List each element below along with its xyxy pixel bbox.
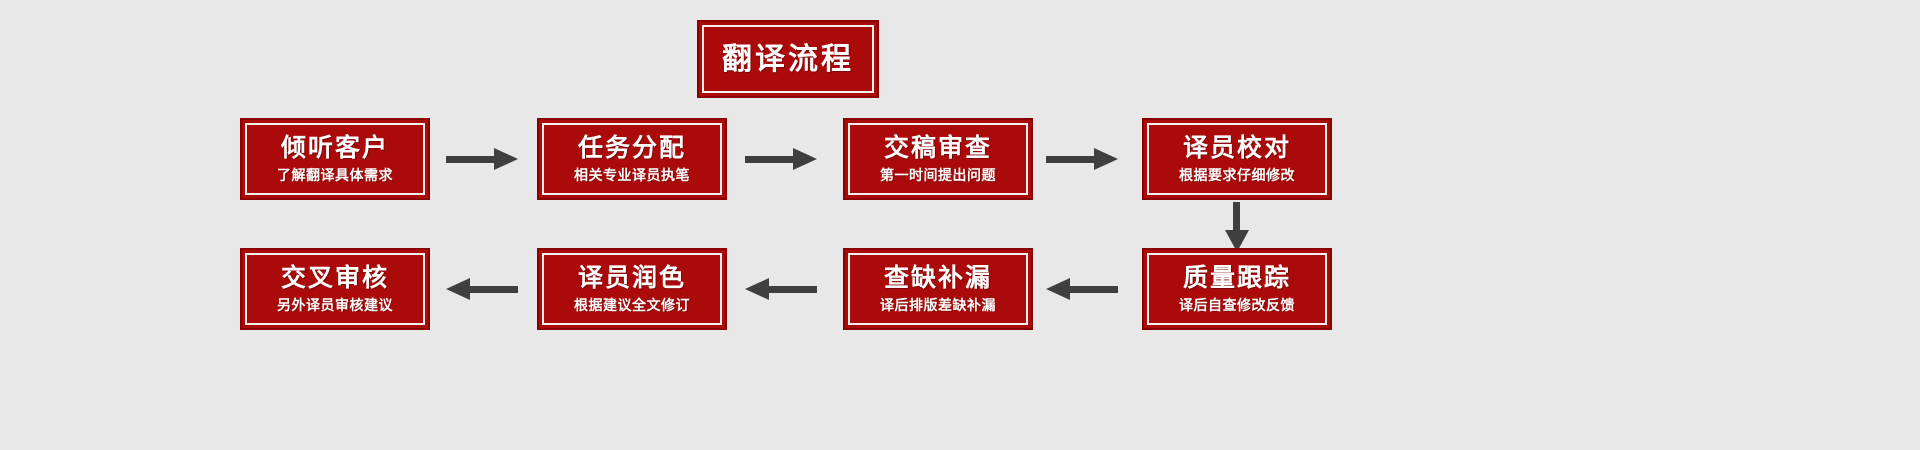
process-node-6[interactable]: 查缺补漏 译后排版差缺补漏 [843, 248, 1033, 330]
arrow-head-icon [1225, 230, 1249, 252]
process-node-5-title: 质量跟踪 [1182, 263, 1291, 293]
arrow-head-icon [494, 148, 518, 170]
arrow-left-5-to-6 [1046, 276, 1118, 302]
process-node-5[interactable]: 质量跟踪 译后自查修改反馈 [1142, 248, 1332, 330]
arrow-shaft [466, 286, 518, 293]
arrow-shaft [1046, 156, 1098, 163]
process-node-5-subtitle: 译后自查修改反馈 [1179, 297, 1295, 314]
arrow-shaft [745, 156, 797, 163]
process-node-7-subtitle: 根据建议全文修订 [574, 297, 690, 314]
arrow-shaft [446, 156, 498, 163]
flowchart-title-node: 翻译流程 [697, 20, 879, 98]
process-node-8-subtitle: 另外译员审核建议 [277, 297, 393, 314]
process-node-1[interactable]: 倾听客户 了解翻译具体需求 [240, 118, 430, 200]
flowchart-title-label: 翻译流程 [722, 41, 854, 77]
arrow-right-1-to-2 [446, 146, 518, 172]
process-node-2-subtitle: 相关专业译员执笔 [574, 167, 690, 184]
arrow-shaft [765, 286, 817, 293]
process-node-3[interactable]: 交稿审查 第一时间提出问题 [843, 118, 1033, 200]
process-node-1-subtitle: 了解翻译具体需求 [277, 167, 393, 184]
arrow-left-6-to-7 [745, 276, 817, 302]
process-node-2-title: 任务分配 [577, 133, 686, 163]
arrow-head-icon [1094, 148, 1118, 170]
process-node-4-subtitle: 根据要求仔细修改 [1179, 167, 1295, 184]
process-node-7[interactable]: 译员润色 根据建议全文修订 [537, 248, 727, 330]
arrow-down-4-to-5 [1224, 202, 1250, 252]
arrow-head-icon [745, 278, 769, 300]
arrow-shaft [1066, 286, 1118, 293]
process-node-3-subtitle: 第一时间提出问题 [880, 167, 996, 184]
process-node-4-title: 译员校对 [1182, 133, 1291, 163]
process-node-6-subtitle: 译后排版差缺补漏 [880, 297, 996, 314]
process-node-7-title: 译员润色 [577, 263, 686, 293]
arrow-head-icon [1046, 278, 1070, 300]
process-node-8[interactable]: 交叉审核 另外译员审核建议 [240, 248, 430, 330]
process-node-3-title: 交稿审查 [883, 133, 992, 163]
arrow-right-2-to-3 [745, 146, 817, 172]
process-node-1-title: 倾听客户 [280, 133, 389, 163]
process-node-6-title: 查缺补漏 [883, 263, 992, 293]
arrow-left-7-to-8 [446, 276, 518, 302]
arrow-shaft [1233, 202, 1240, 234]
arrow-right-3-to-4 [1046, 146, 1118, 172]
arrow-head-icon [793, 148, 817, 170]
arrow-head-icon [446, 278, 470, 300]
process-node-4[interactable]: 译员校对 根据要求仔细修改 [1142, 118, 1332, 200]
process-node-2[interactable]: 任务分配 相关专业译员执笔 [537, 118, 727, 200]
process-node-8-title: 交叉审核 [280, 263, 389, 293]
